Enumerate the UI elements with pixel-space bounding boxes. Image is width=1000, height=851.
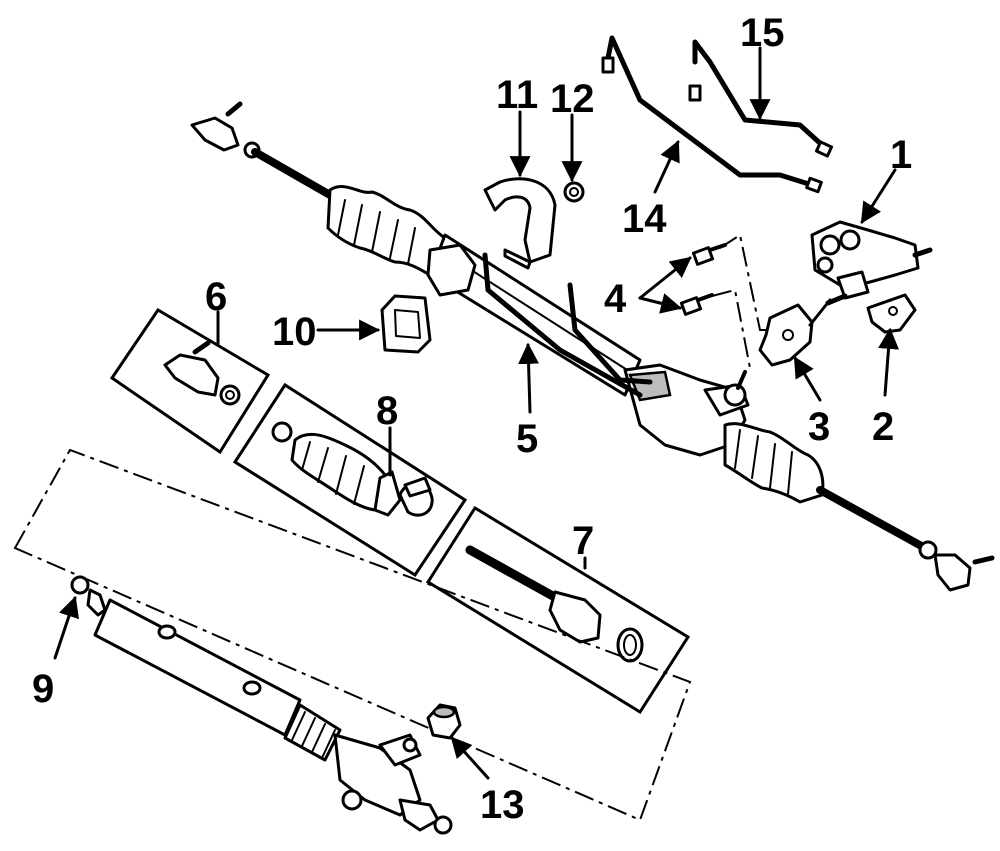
callout-7: 7 <box>572 519 594 563</box>
callout-13: 13 <box>480 783 525 827</box>
callouts: 1 2 3 4 5 6 7 8 9 10 11 12 13 14 15 <box>32 11 912 827</box>
leader-lines <box>53 46 900 780</box>
mount-bushing <box>380 294 432 354</box>
valve-bracket <box>866 293 917 334</box>
callout-4: 4 <box>604 277 627 321</box>
callout-6: 6 <box>205 275 227 319</box>
callout-9: 9 <box>32 667 54 711</box>
box-inner-tie-rod <box>425 505 691 715</box>
callout-3: 3 <box>808 405 830 449</box>
coupling-bolts <box>679 233 770 369</box>
callout-2: 2 <box>872 405 894 449</box>
box-boot-kit <box>232 382 468 578</box>
callout-1: 1 <box>890 133 912 177</box>
callout-5: 5 <box>516 417 538 461</box>
callout-15: 15 <box>740 11 785 55</box>
callout-12: 12 <box>550 77 595 121</box>
mount-nut <box>563 181 585 203</box>
box-outer-tie-rod <box>109 307 271 455</box>
power-steering-lines <box>482 35 834 398</box>
callout-8: 8 <box>376 389 398 433</box>
spare-mount-bushing <box>426 703 462 740</box>
valve-housing <box>810 220 933 306</box>
callout-14: 14 <box>622 197 667 241</box>
callout-11: 11 <box>496 73 538 117</box>
mount-bracket <box>483 177 557 270</box>
frame-spare-rack <box>13 448 692 822</box>
spare-rack-assembly <box>70 575 453 835</box>
pinion-coupling <box>758 298 832 367</box>
callout-10: 10 <box>272 310 317 354</box>
